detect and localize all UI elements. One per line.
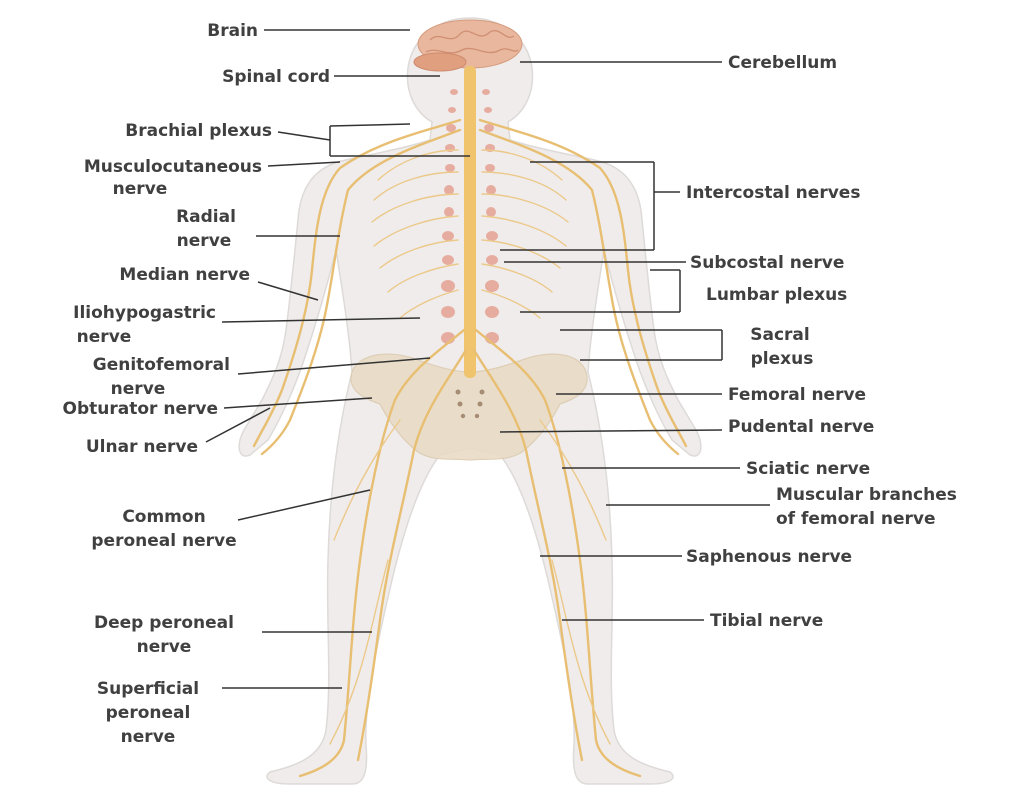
label-deep-peroneal-line1: Deep peroneal — [94, 613, 234, 633]
label-superficial-peroneal-line2: peroneal — [106, 703, 191, 723]
label-iliohypogastric-line2: nerve — [77, 327, 132, 347]
label-sacral-line1: Sacral — [750, 325, 809, 345]
label-brain: Brain — [207, 21, 258, 41]
label-genitofemoral-line1: Genitofemoral — [93, 355, 230, 375]
label-musculocutaneous-line1: Musculocutaneous — [84, 157, 262, 177]
label-muscular-branches-line2: of femoral nerve — [776, 509, 936, 529]
label-common-peroneal-line1: Common — [122, 507, 205, 527]
label-superficial-peroneal-line3: nerve — [121, 727, 176, 747]
right-labels: Cerebellum Intercostal nerves Subcostal … — [686, 53, 957, 631]
label-subcostal-nerve: Subcostal nerve — [690, 253, 844, 273]
label-median-nerve: Median nerve — [119, 265, 250, 285]
label-deep-peroneal-line2: nerve — [137, 637, 192, 657]
label-musculocutaneous-line2: nerve — [113, 179, 168, 199]
label-sciatic-nerve: Sciatic nerve — [746, 459, 870, 479]
label-radial-line2: nerve — [177, 231, 232, 251]
label-tibial-nerve: Tibial nerve — [710, 611, 823, 631]
label-lumbar-plexus: Lumbar plexus — [706, 285, 847, 305]
label-ulnar-nerve: Ulnar nerve — [86, 437, 198, 457]
label-pudental-nerve: Pudental nerve — [728, 417, 874, 437]
label-spinal-cord: Spinal cord — [222, 67, 330, 87]
label-muscular-branches-line1: Muscular branches — [776, 485, 957, 505]
label-saphenous-nerve: Saphenous nerve — [686, 547, 852, 567]
label-obturator-nerve: Obturator nerve — [63, 399, 218, 419]
label-intercostal-nerves: Intercostal nerves — [686, 183, 860, 203]
label-cerebellum: Cerebellum — [728, 53, 837, 73]
label-superficial-peroneal-line1: Superficial — [97, 679, 199, 699]
label-femoral-nerve: Femoral nerve — [728, 385, 866, 405]
cerebellum-shape — [414, 53, 466, 71]
label-common-peroneal-line2: peroneal nerve — [91, 531, 236, 551]
label-sacral-line2: plexus — [751, 349, 814, 369]
label-iliohypogastric-line1: Iliohypogastric — [73, 303, 216, 323]
label-radial-line1: Radial — [176, 207, 236, 227]
label-genitofemoral-line2: nerve — [111, 379, 166, 399]
label-brachial-plexus: Brachial plexus — [125, 121, 272, 141]
